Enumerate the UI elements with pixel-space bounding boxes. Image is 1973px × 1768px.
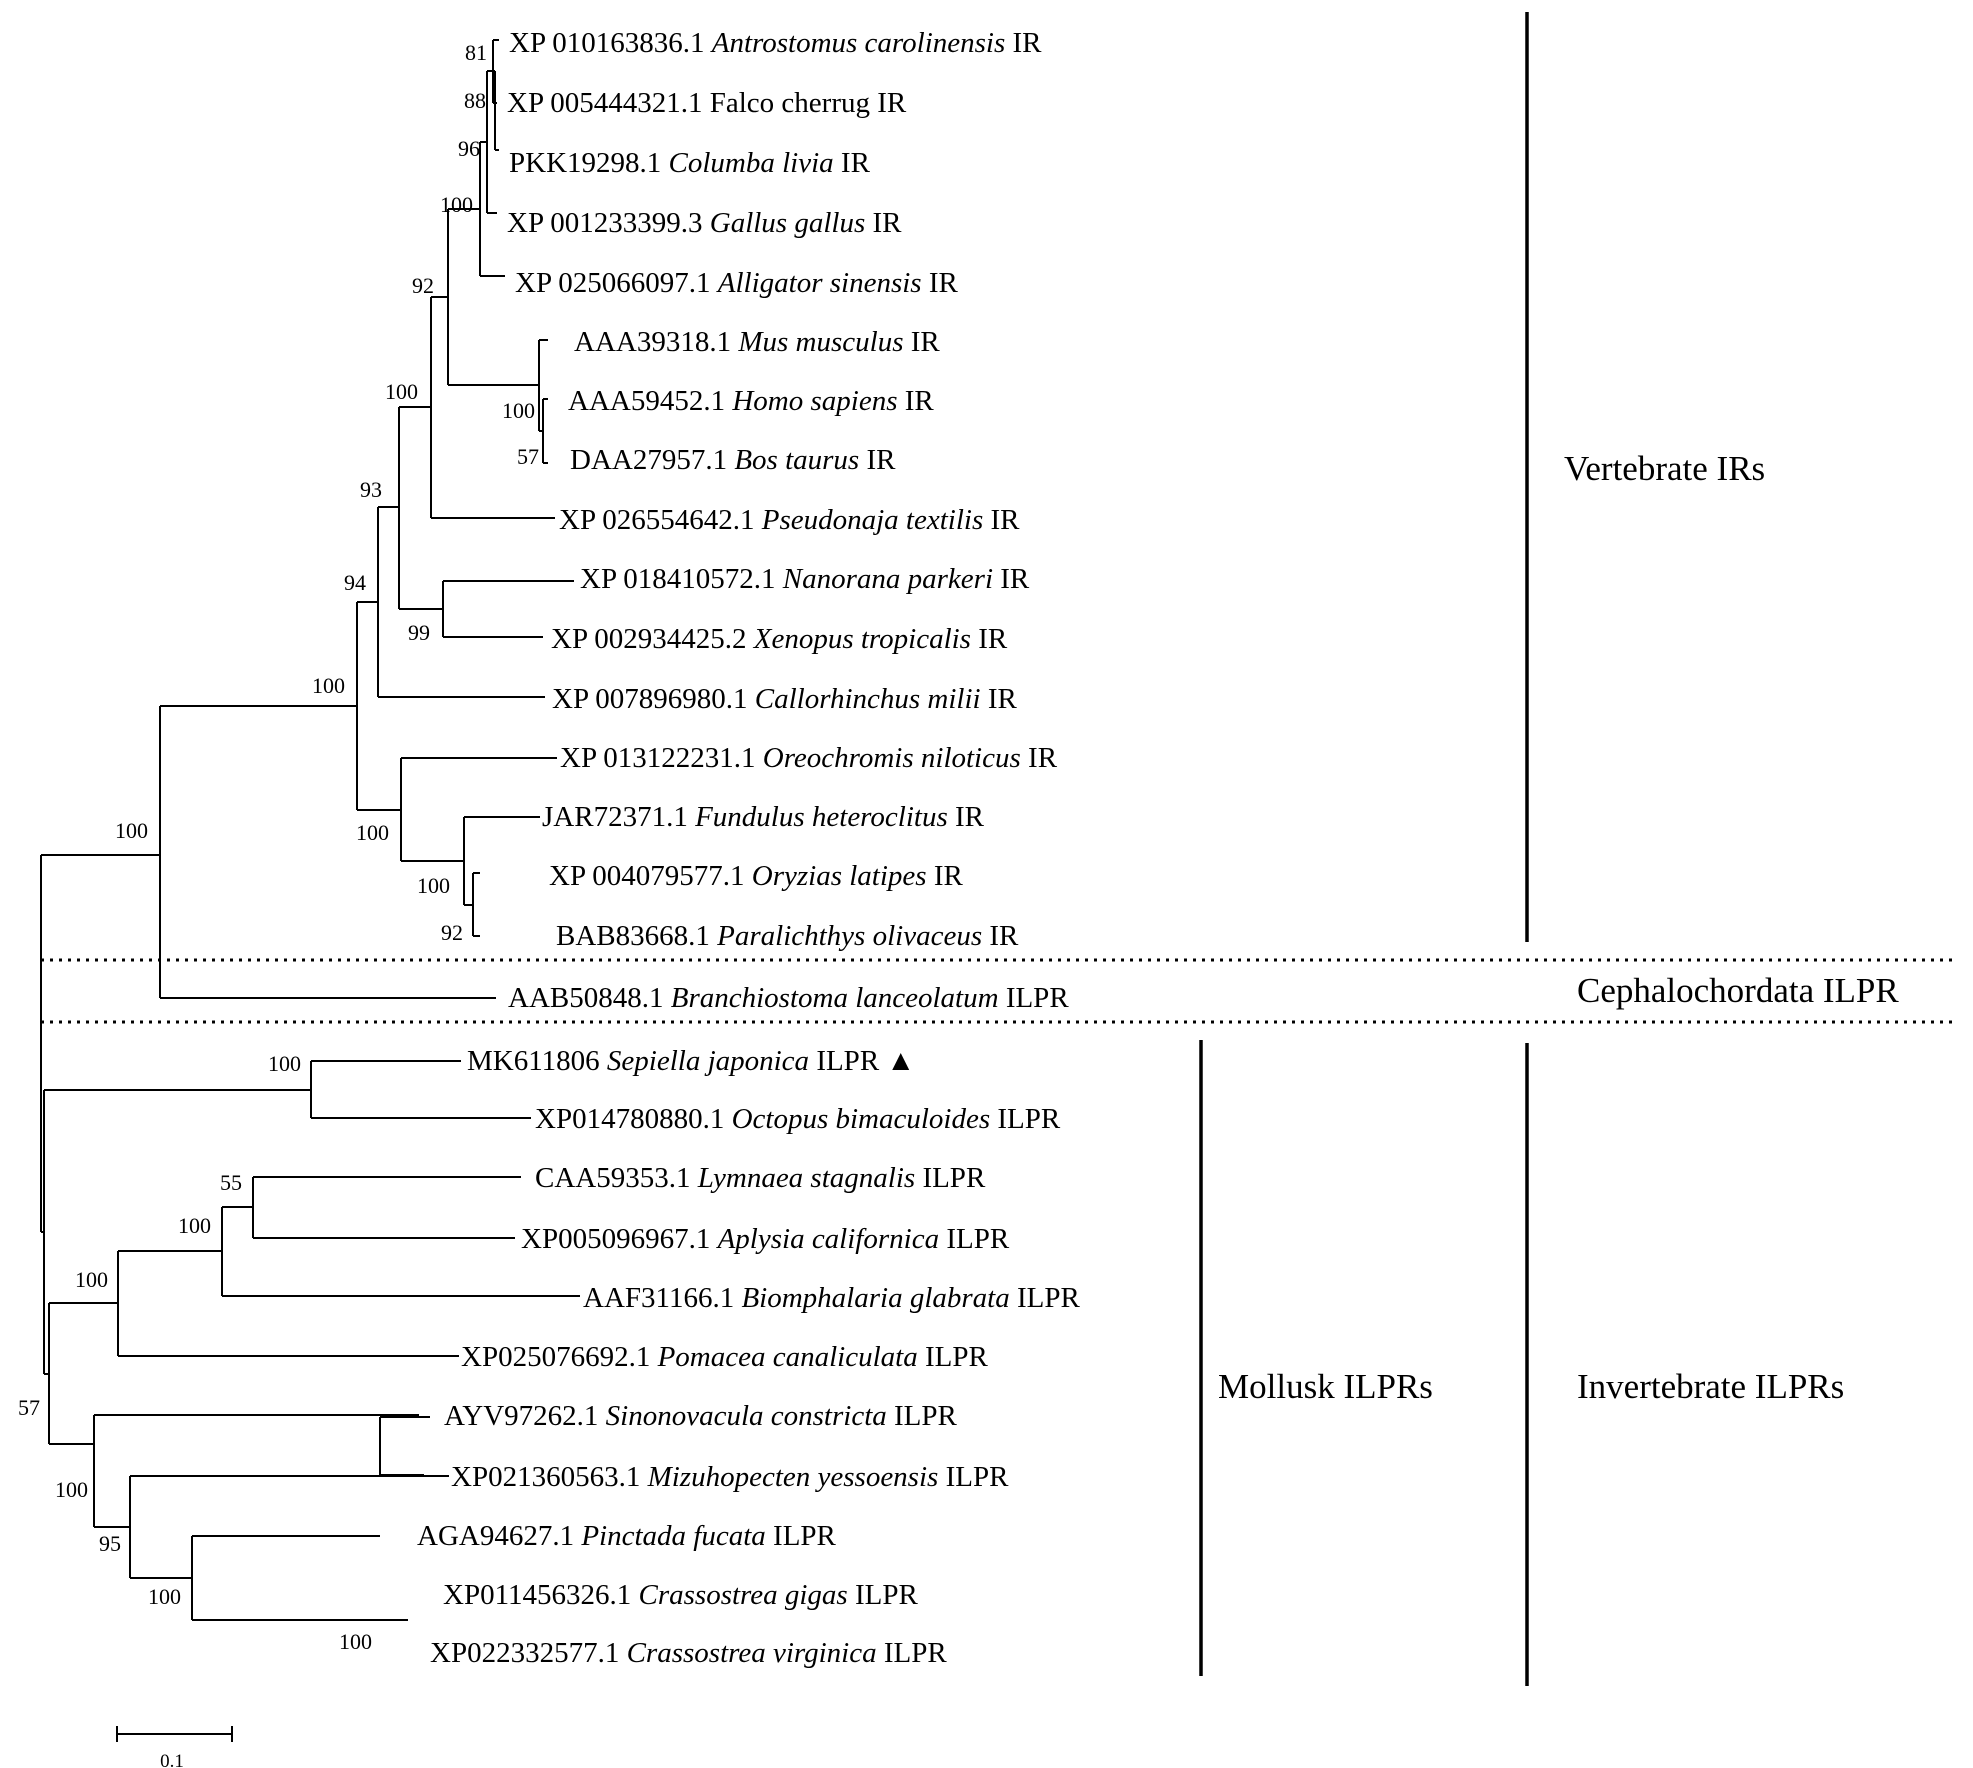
- bootstrap-value: 100: [502, 398, 535, 423]
- bootstrap-value: 100: [75, 1267, 108, 1292]
- scale-bar-label: 0.1: [160, 1751, 184, 1768]
- taxon-label: JAR72371.1 Fundulus heteroclitus IR: [542, 801, 985, 833]
- bootstrap-value: 96: [458, 136, 480, 161]
- bootstrap-value: 100: [178, 1213, 211, 1238]
- taxon-label: XP021360563.1 Mizuhopecten yessoensis IL…: [451, 1461, 1009, 1493]
- taxon-label: XP 002934425.2 Xenopus tropicalis IR: [551, 623, 1008, 655]
- branch-teleosts: [356, 601, 557, 937]
- bootstrap-value: 94: [344, 570, 366, 595]
- bootstrap-value: 81: [465, 40, 487, 65]
- taxon-label: AGA94627.1 Pinctada fucata ILPR: [417, 1520, 837, 1552]
- taxon-label: BAB83668.1 Paralichthys olivaceus IR: [556, 920, 1019, 952]
- mollusk-group-label: Mollusk ILPRs: [1218, 1367, 1433, 1406]
- taxon-label: XP 013122231.1 Oreochromis niloticus IR: [560, 742, 1058, 774]
- branch-vertebrates: [159, 705, 496, 999]
- bootstrap-value: 100: [312, 673, 345, 698]
- taxon-label: XP022332577.1 Crassostrea virginica ILPR: [430, 1637, 947, 1669]
- bootstrap-value: 100: [268, 1051, 301, 1076]
- taxon-labels: XP 010163836.1 Antrostomus carolinensis …: [417, 27, 1080, 1669]
- bootstrap-value: 92: [412, 273, 434, 298]
- branch-root: [40, 854, 160, 1233]
- taxon-label: CAA59353.1 Lymnaea stagnalis ILPR: [535, 1162, 986, 1194]
- bootstrap-value: 55: [220, 1170, 242, 1195]
- bootstrap-value: 95: [99, 1531, 121, 1556]
- taxon-label: DAA27957.1 Bos taurus IR: [570, 444, 896, 476]
- taxon-label: XP 018410572.1 Nanorana parkeri IR: [580, 563, 1030, 595]
- taxon-label: XP 001233399.3 Gallus gallus IR: [507, 207, 902, 239]
- bootstrap-value: 57: [18, 1395, 40, 1420]
- vertebrate-group-label: Vertebrate IRs: [1564, 449, 1765, 488]
- taxon-label: XP025076692.1 Pomacea canaliculata ILPR: [461, 1341, 988, 1373]
- taxon-label: AAA59452.1 Homo sapiens IR: [568, 385, 934, 417]
- bootstrap-value: 100: [385, 379, 418, 404]
- taxon-label: XP011456326.1 Crassostrea gigas ILPR: [443, 1579, 918, 1611]
- scale-bar: 0.1: [116, 1726, 233, 1768]
- branch-amniotes: [430, 296, 555, 519]
- branch-mammals: [447, 208, 548, 464]
- taxon-label: XP 010163836.1 Antrostomus carolinensis …: [509, 27, 1042, 59]
- bootstrap-value: 100: [339, 1629, 372, 1654]
- taxon-label: AAA39318.1 Mus musculus IR: [574, 326, 940, 358]
- bootstrap-value: 100: [356, 820, 389, 845]
- bootstrap-value: 100: [440, 192, 473, 217]
- branch-bivalves: [93, 1414, 449, 1621]
- bootstrap-value: 88: [464, 88, 486, 113]
- taxon-label: XP014780880.1 Octopus bimaculoides ILPR: [535, 1103, 1061, 1135]
- taxon-label: AYV97262.1 Sinonovacula constricta ILPR: [444, 1400, 958, 1432]
- taxon-label: XP 005444321.1 Falco cherrug IR: [507, 87, 907, 119]
- cephalochordata-group-label: Cephalochordata ILPR: [1577, 971, 1899, 1010]
- bootstrap-value: 99: [408, 620, 430, 645]
- taxon-label: PKK19298.1 Columba livia IR: [509, 147, 871, 179]
- bootstrap-value: 100: [417, 873, 450, 898]
- branch-gastropods: [48, 1176, 580, 1445]
- branch-cephalopods: [43, 1060, 531, 1375]
- branch-birds-top: [479, 39, 505, 277]
- bootstrap-value: 92: [441, 920, 463, 945]
- bootstrap-value: 100: [115, 818, 148, 843]
- bootstrap-value: 100: [55, 1477, 88, 1502]
- bootstrap-values: 81 88 96 100 92 100 57 100 93 94 99 100 …: [18, 40, 539, 1654]
- taxon-label: XP 007896980.1 Callorhinchus milii IR: [552, 683, 1018, 715]
- taxon-label: XP 004079577.1 Oryzias latipes IR: [549, 860, 963, 892]
- taxon-label-query: MK611806 Sepiella japonica ILPR ▲: [467, 1045, 915, 1077]
- taxon-label: XP 026554642.1 Pseudonaja textilis IR: [559, 504, 1020, 536]
- taxon-label: AAB50848.1 Branchiostoma lanceolatum ILP…: [508, 982, 1069, 1014]
- branch-tetrapods: [377, 506, 545, 698]
- branch-amphibians: [398, 406, 574, 638]
- bootstrap-value: 100: [148, 1584, 181, 1609]
- taxon-label: AAF31166.1 Biomphalaria glabrata ILPR: [583, 1282, 1080, 1314]
- taxon-label: XP005096967.1 Aplysia californica ILPR: [521, 1223, 1010, 1255]
- taxon-label: XP 025066097.1 Alligator sinensis IR: [515, 267, 958, 299]
- tree-branches: [40, 39, 580, 1621]
- invertebrate-group-label: Invertebrate ILPRs: [1577, 1367, 1844, 1406]
- bootstrap-value: 93: [360, 477, 382, 502]
- bootstrap-value: 57: [517, 444, 539, 469]
